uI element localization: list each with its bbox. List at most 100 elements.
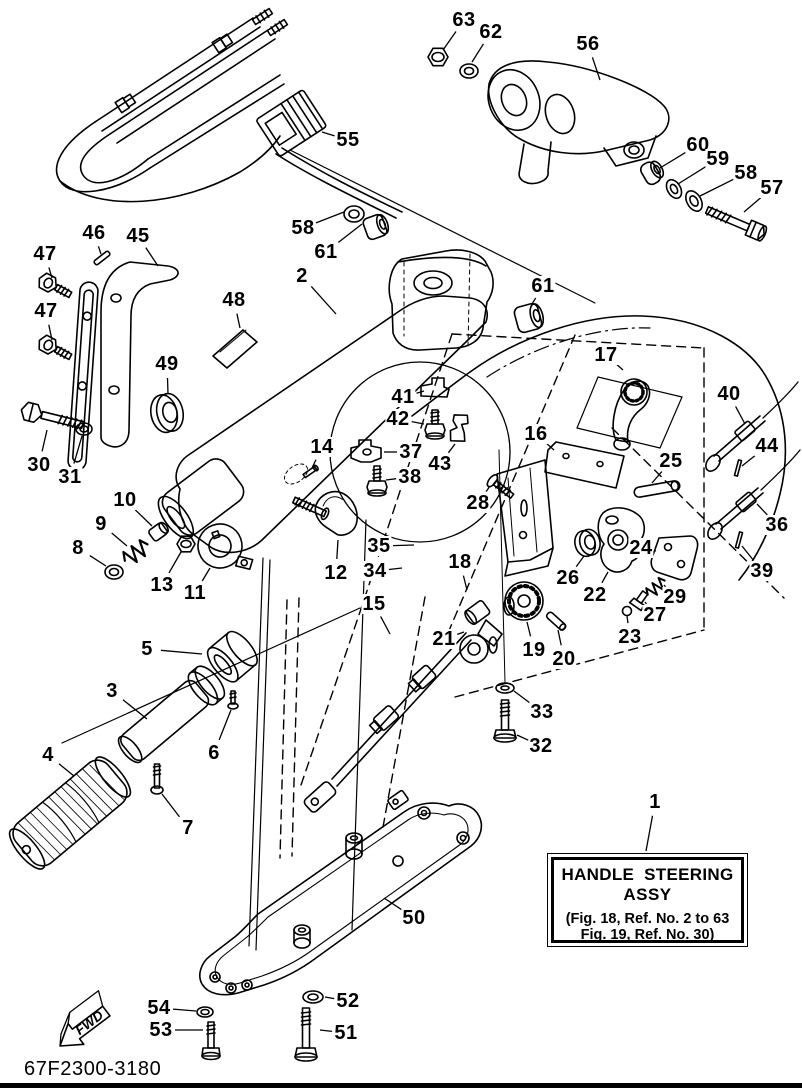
leader-line-45 xyxy=(145,247,159,267)
leader-line-40 xyxy=(735,406,746,425)
leader-line-61 xyxy=(531,297,537,305)
callout-34: 34 xyxy=(362,560,388,582)
part-clamp-11 xyxy=(192,516,256,583)
leader-line-22 xyxy=(601,571,609,584)
leader-line-9 xyxy=(111,532,128,547)
part-washer-62 xyxy=(460,64,478,78)
leader-line-59 xyxy=(677,165,707,185)
leader-line-15 xyxy=(380,616,391,635)
leader-line-7 xyxy=(161,793,181,818)
part-pin-39 xyxy=(735,532,742,548)
callout-39: 39 xyxy=(749,560,775,582)
leader-line-1 xyxy=(645,815,654,852)
callout-25: 25 xyxy=(658,450,684,472)
part-washer-58-left xyxy=(344,206,364,222)
leader-line-31 xyxy=(73,435,83,464)
part-grommet-49 xyxy=(147,391,186,435)
callout-61: 61 xyxy=(530,275,556,297)
leader-line-26 xyxy=(575,555,585,568)
part-plate-24 xyxy=(651,536,697,580)
leader-line-8 xyxy=(89,555,107,567)
title-box: HANDLE STEERING ASSY (Fig. 18, Ref. No. … xyxy=(547,853,748,947)
callout-21: 21 xyxy=(431,628,457,650)
leader-line-20 xyxy=(557,629,562,646)
part-screw-6 xyxy=(228,691,238,709)
callout-16: 16 xyxy=(523,423,549,445)
page-bottom-border xyxy=(0,1083,802,1088)
title-fig-ref-2: Fig. 19, Ref. No. 30) xyxy=(580,927,715,943)
part-bolt-51 xyxy=(295,1008,317,1061)
leader-line-30 xyxy=(41,429,48,452)
callout-29: 29 xyxy=(662,586,688,608)
leader-line-29 xyxy=(663,584,666,588)
part-washer-52 xyxy=(303,991,323,1003)
title-fig-ref-1: (Fig. 18, Ref. No. 2 to 63 xyxy=(565,911,730,927)
callout-37: 37 xyxy=(398,441,424,463)
callout-1: 1 xyxy=(648,791,662,813)
callout-57: 57 xyxy=(759,177,785,199)
leader-line-18 xyxy=(462,575,468,591)
callout-38: 38 xyxy=(397,466,423,488)
callout-15: 15 xyxy=(361,593,387,615)
callout-56: 56 xyxy=(575,33,601,55)
leader-line-57 xyxy=(743,196,762,213)
callout-40: 40 xyxy=(716,383,742,405)
part-throttle-shaft-3 xyxy=(112,661,230,769)
leader-line-47 xyxy=(48,324,53,341)
leader-line-58 xyxy=(315,211,345,224)
callout-35: 35 xyxy=(366,535,392,557)
callout-45: 45 xyxy=(125,225,151,247)
leader-line-52 xyxy=(324,996,335,1000)
part-plate-behind-17 xyxy=(577,377,682,448)
callout-8: 8 xyxy=(71,537,85,559)
part-bolt-38 xyxy=(367,466,387,496)
part-washer-59 xyxy=(663,177,684,201)
part-bolt-57 xyxy=(704,203,768,242)
leader-line-27 xyxy=(644,601,648,605)
leader-line-47 xyxy=(48,267,53,279)
leader-line-19 xyxy=(526,621,532,637)
leader-line-10 xyxy=(134,509,153,527)
callout-30: 30 xyxy=(26,454,52,476)
leader-line-35 xyxy=(392,544,415,547)
leader-line-54 xyxy=(172,1008,197,1012)
callout-60: 60 xyxy=(685,134,711,156)
part-screw-7 xyxy=(151,764,163,794)
leader-line-42 xyxy=(411,420,425,425)
leader-line-56 xyxy=(591,57,601,81)
callout-24: 24 xyxy=(628,537,654,559)
part-ball-23 xyxy=(623,607,632,616)
callout-13: 13 xyxy=(149,574,175,596)
callout-62: 62 xyxy=(478,21,504,43)
callout-41: 41 xyxy=(390,386,416,408)
leader-line-12 xyxy=(336,539,339,560)
part-bracket-45 xyxy=(101,262,178,447)
callout-4: 4 xyxy=(41,744,55,766)
part-shift-lever-17 xyxy=(613,379,649,450)
callout-18: 18 xyxy=(447,551,473,573)
part-bushing-10 xyxy=(148,521,171,542)
part-decal-48 xyxy=(213,330,257,368)
callout-3: 3 xyxy=(105,680,119,702)
leader-line-48 xyxy=(236,313,241,329)
callout-52: 52 xyxy=(335,990,361,1012)
callout-19: 19 xyxy=(521,639,547,661)
leader-line-62 xyxy=(471,43,485,63)
callout-12: 12 xyxy=(323,562,349,584)
part-friction-screw xyxy=(292,495,331,521)
title-line-2: ASSY xyxy=(623,885,672,904)
part-nut-13 xyxy=(177,536,195,552)
part-cam-22 xyxy=(598,508,644,572)
part-tank-top xyxy=(389,250,493,350)
callout-63: 63 xyxy=(451,9,477,31)
drawing-code: 67F2300-3180 xyxy=(24,1058,162,1080)
callout-2: 2 xyxy=(295,265,309,287)
callout-9: 9 xyxy=(94,513,108,535)
callout-59: 59 xyxy=(705,148,731,170)
part-pin-14 xyxy=(303,464,320,478)
leader-line-14 xyxy=(311,459,317,469)
part-spring-29 xyxy=(644,576,669,599)
part-grommet-61-left xyxy=(362,212,391,241)
part-bolt-47-bottom xyxy=(36,333,74,364)
